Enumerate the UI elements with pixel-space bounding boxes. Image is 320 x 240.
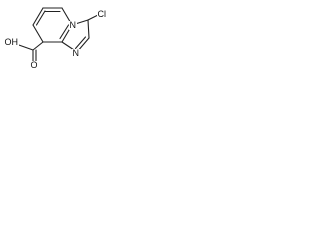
double-bond-inner bbox=[59, 24, 70, 40]
bond-c-oh bbox=[15, 43, 34, 51]
double-bond-inner bbox=[74, 36, 87, 50]
bond bbox=[87, 19, 90, 39]
bond bbox=[32, 7, 44, 26]
hydroxyl-label: OH bbox=[4, 37, 19, 47]
chlorine-label: Cl bbox=[97, 9, 107, 19]
double-bond-inner bbox=[35, 10, 46, 26]
carbonyl-oxygen-label: O bbox=[30, 60, 39, 70]
chemical-structure: N N Cl O OH bbox=[0, 0, 118, 70]
bond bbox=[32, 24, 44, 43]
bond-lines bbox=[15, 7, 99, 62]
ring-nitrogen-bottom-label: N bbox=[72, 48, 80, 58]
bond-c-cl bbox=[87, 14, 99, 21]
ring-nitrogen-top-label: N bbox=[69, 20, 77, 30]
bond-c-cooh bbox=[32, 41, 44, 51]
